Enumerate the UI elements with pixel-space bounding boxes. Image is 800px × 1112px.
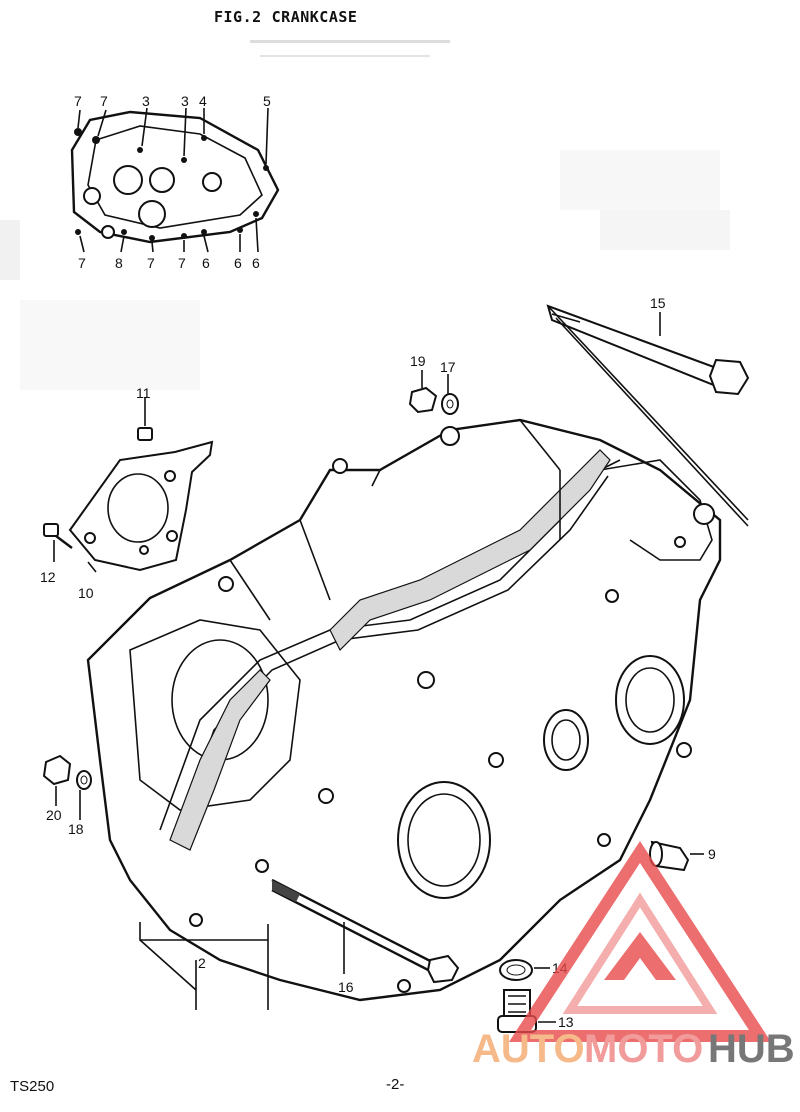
model-code: TS250 bbox=[10, 1078, 55, 1095]
label-part-10: 10 bbox=[78, 585, 94, 601]
inset-label-bottom-4: 7 bbox=[178, 255, 186, 271]
watermark-hub: HUB bbox=[708, 1027, 795, 1071]
inset-label-bottom-1: 7 bbox=[78, 255, 86, 271]
inset-label-bottom-3: 7 bbox=[147, 255, 155, 271]
label-part-13: 13 bbox=[558, 1014, 574, 1030]
label-part-2: 2 bbox=[198, 955, 206, 971]
inset-label-top-6: 5 bbox=[263, 93, 271, 109]
figure-title: CRANKCASE bbox=[271, 8, 358, 26]
label-part-20: 20 bbox=[46, 807, 62, 823]
inset-label-top-3: 3 bbox=[142, 93, 150, 109]
part-10-gasket: 11 12 10 bbox=[40, 385, 214, 601]
part-15-bolt: 15 bbox=[546, 295, 750, 527]
page-number: -2- bbox=[386, 1076, 405, 1093]
scan-noise bbox=[0, 40, 730, 390]
inset-label-top-4: 3 bbox=[181, 93, 189, 109]
part-2-bracket: 2 bbox=[139, 922, 269, 1010]
label-part-16: 16 bbox=[338, 979, 354, 995]
inset-crankcase-view: 7 7 3 3 4 5 7 8 7 7 6 6 6 bbox=[70, 93, 280, 271]
label-part-18: 18 bbox=[68, 821, 84, 837]
automotohub-logo bbox=[508, 841, 772, 1042]
label-part-15: 15 bbox=[650, 295, 666, 311]
inset-label-bottom-5: 6 bbox=[202, 255, 210, 271]
inset-label-top-2: 7 bbox=[100, 93, 108, 109]
label-part-17: 17 bbox=[440, 359, 456, 375]
label-part-9: 9 bbox=[708, 846, 716, 862]
inset-label-bottom-7: 6 bbox=[252, 255, 260, 271]
label-part-12: 12 bbox=[40, 569, 56, 585]
figure-number: FIG.2 bbox=[214, 8, 262, 26]
inset-label-top-5: 4 bbox=[199, 93, 207, 109]
watermark-moto: MOTO bbox=[584, 1027, 703, 1071]
inset-label-bottom-6: 6 bbox=[234, 255, 242, 271]
part-20-18-nut-washer: 20 18 bbox=[42, 754, 92, 837]
watermark-auto: AUTO bbox=[472, 1027, 585, 1071]
part-2-crankcase bbox=[86, 418, 722, 1002]
automotohub-watermark-text: AUTO MOTO HUB bbox=[472, 1027, 795, 1071]
part-19-17-nut-washer: 19 17 bbox=[408, 353, 459, 415]
part-9-dowel: 9 bbox=[649, 840, 716, 872]
part-14-13-drain-plug: 14 13 bbox=[497, 959, 574, 1033]
label-part-19: 19 bbox=[410, 353, 426, 369]
part-16-stud: 16 bbox=[271, 878, 460, 995]
inset-label-top-1: 7 bbox=[74, 93, 82, 109]
inset-label-bottom-2: 8 bbox=[115, 255, 123, 271]
page-title: FIG.2 CRANKCASE bbox=[214, 8, 357, 26]
label-part-11: 11 bbox=[136, 385, 151, 401]
